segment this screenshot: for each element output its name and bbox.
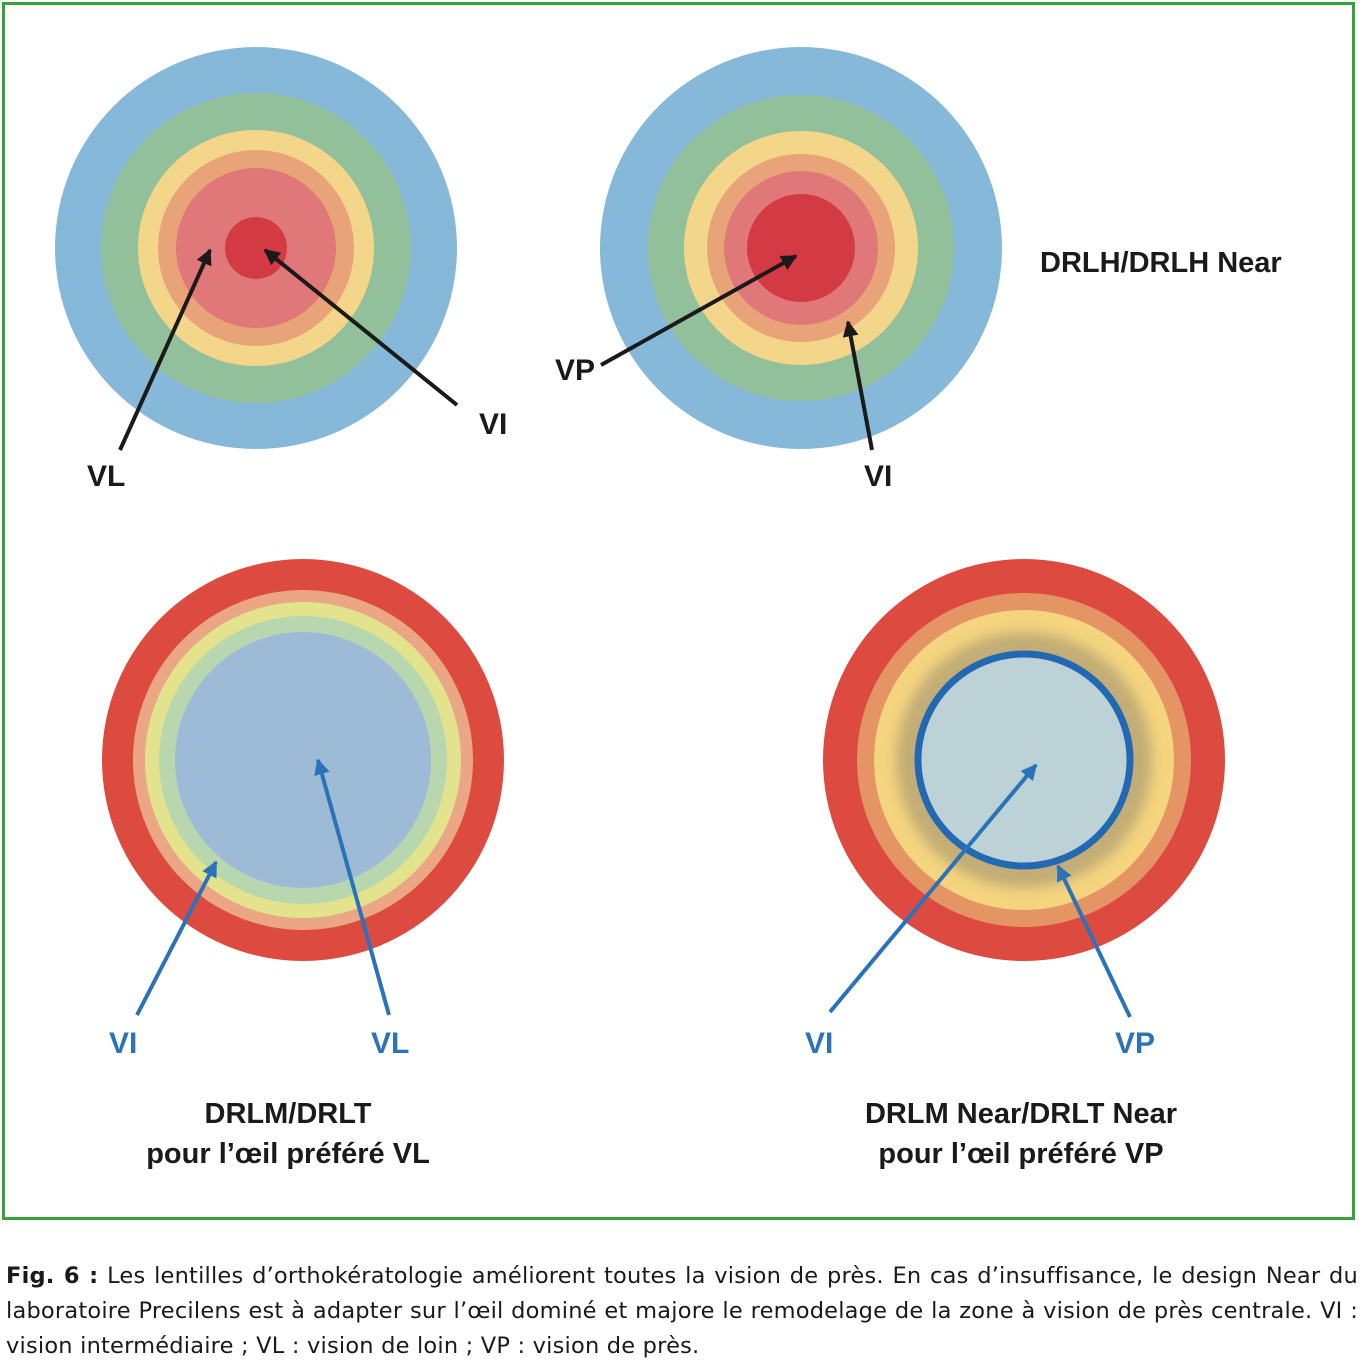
label-vp: VP	[555, 354, 595, 387]
arrow-vi	[263, 248, 459, 407]
arrow-vi	[828, 763, 1038, 1014]
arrow-vp	[600, 254, 798, 367]
label-vi: VI	[109, 1027, 137, 1060]
figure-caption: Fig. 6 : Les lentilles d’orthokératologi…	[6, 1259, 1358, 1364]
center-red	[747, 194, 855, 302]
caption-fig-label: Fig. 6 :	[6, 1263, 99, 1289]
title-drlm-line1: DRLM/DRLT	[205, 1098, 372, 1130]
label-vp: VP	[1115, 1027, 1155, 1060]
label-vl: VL	[87, 460, 125, 493]
lens-bottom-left: VI VL DRLM/DRLT pour l’œil préféré VL	[102, 559, 504, 1170]
center-red	[225, 217, 287, 279]
title-drlm-near-line2: pour l’œil préféré VP	[878, 1138, 1163, 1170]
title-drlh: DRLH/DRLH Near	[1040, 247, 1282, 279]
center-pale	[914, 650, 1134, 870]
center-blue	[175, 632, 431, 888]
label-vi: VI	[864, 460, 892, 493]
label-vi: VI	[805, 1027, 833, 1060]
arrow-vl	[118, 248, 212, 451]
title-drlm-line2: pour l’œil préféré VL	[146, 1138, 430, 1170]
lens-top-left: VL VI	[55, 47, 507, 493]
arrow-vi	[842, 320, 874, 451]
figure-frame	[2, 2, 1355, 1220]
label-vl: VL	[371, 1027, 409, 1060]
lens-top-right: VP VI DRLH/DRLH Near	[555, 47, 1282, 493]
caption-text: Les lentilles d’orthokératologie amélior…	[6, 1263, 1359, 1359]
lens-bottom-right: VI VP DRLM Near/DRLT Near pour l’œil pré…	[805, 559, 1225, 1170]
title-drlm-near-line1: DRLM Near/DRLT Near	[865, 1098, 1177, 1130]
label-vi: VI	[479, 408, 507, 441]
lens-diagrams: VL VI VP VI DRLH/DRLH Near VI VL DRLM/DR…	[55, 47, 1282, 1170]
arrow-vi	[135, 860, 218, 1016]
arrow-vp	[1056, 864, 1132, 1018]
arrow-vl	[314, 758, 391, 1016]
